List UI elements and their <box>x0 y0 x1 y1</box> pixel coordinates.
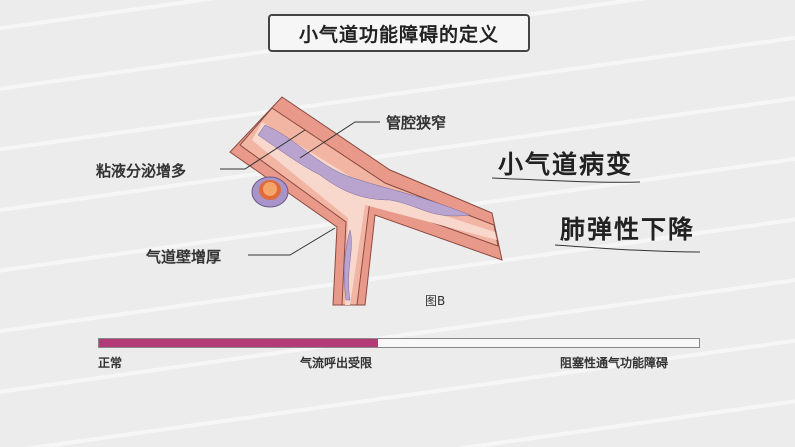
severity-progress-bar <box>98 338 700 348</box>
leader-narrowing <box>299 121 380 159</box>
scale-tick-airflow-limitation: 气流呼出受限 <box>300 356 373 370</box>
heading-small-airway-disease: 小气道病变 <box>498 150 634 179</box>
page-title: 小气道功能障碍的定义 <box>268 14 530 52</box>
label-lumen-narrowing: 管腔狭窄 <box>386 114 447 132</box>
label-mucus-secretion: 粘液分泌增多 <box>96 162 187 180</box>
scale-tick-obstructive-dysfunction: 阻塞性通气功能障碍 <box>560 356 669 370</box>
leader-lines <box>220 121 380 256</box>
airway-illustration <box>229 96 503 306</box>
scale-tick-normal: 正常 <box>98 356 123 370</box>
figure-label: 图B <box>425 294 446 308</box>
label-wall-thickening: 气道壁增厚 <box>146 248 222 266</box>
severity-progress-fill <box>99 339 378 347</box>
underline-2 <box>554 244 701 253</box>
leader-mucus <box>220 129 306 170</box>
mucus-gland-center <box>263 182 277 196</box>
heading-underlines <box>491 177 701 253</box>
underline-1 <box>491 177 641 183</box>
leader-wall <box>248 227 336 256</box>
mucus-layer <box>257 124 471 301</box>
heading-lung-elasticity-decline: 肺弹性下降 <box>560 215 696 244</box>
